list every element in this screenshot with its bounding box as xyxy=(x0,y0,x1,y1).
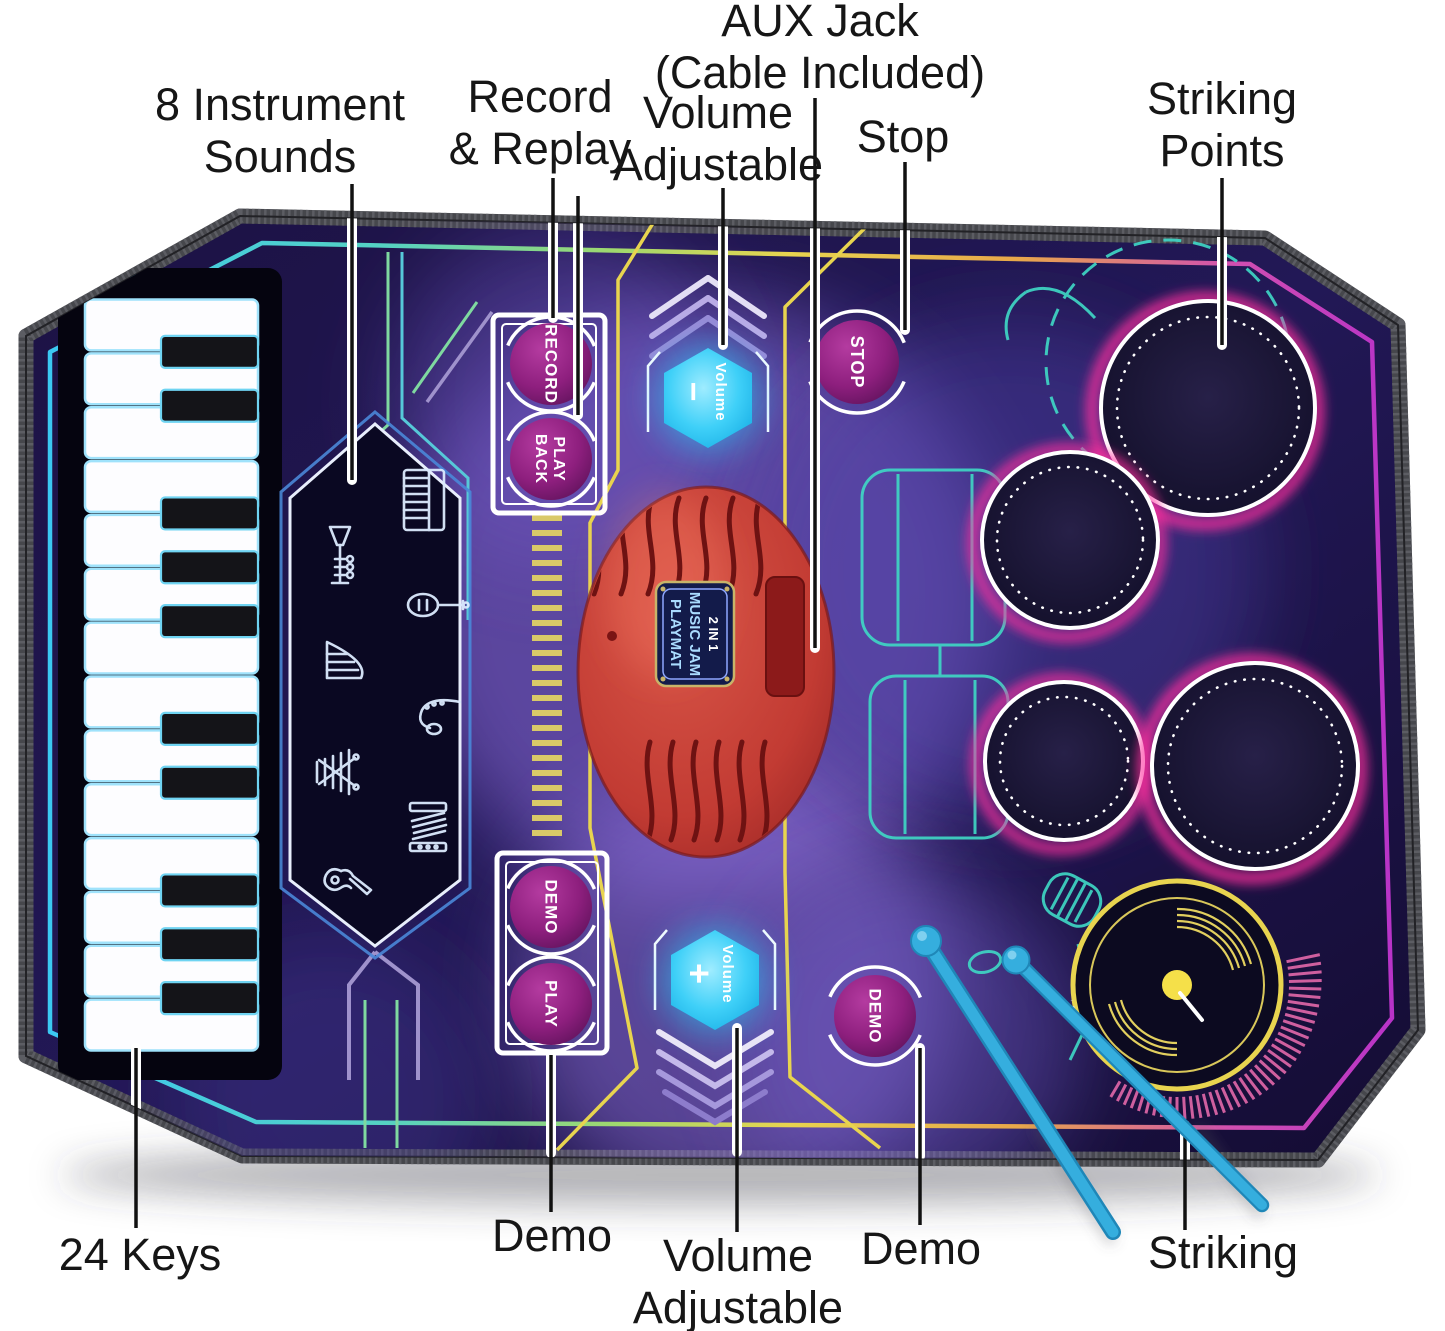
label-demo-left: Demo xyxy=(492,1210,612,1261)
drumstick-left xyxy=(910,925,1121,1240)
instrument-panel xyxy=(279,410,472,960)
label-stop: Stop xyxy=(857,111,950,162)
harp-icon xyxy=(325,640,364,680)
keyboard-icon xyxy=(402,468,446,532)
volume-minus-pad: Volume − xyxy=(646,275,770,450)
label-instrument-sounds-1: 8 Instrument xyxy=(155,79,406,130)
demo-button-upper: DEMO xyxy=(502,858,600,956)
drumstick-right xyxy=(1001,945,1270,1213)
demo-button-side: DEMO xyxy=(824,965,926,1067)
demo-upper-label: DEMO xyxy=(542,880,561,935)
stop-label: STOP xyxy=(847,336,867,389)
plaque-line2: MUSIC JAM xyxy=(686,592,703,676)
drum-pad-bottom-right xyxy=(1138,655,1366,883)
violin-icon xyxy=(406,592,470,618)
playback-label-2: BACK xyxy=(532,434,549,484)
label-aux-jack-2: (Cable Included) xyxy=(655,47,985,98)
drumsticks xyxy=(910,925,1270,1245)
xylophone-icon xyxy=(315,748,360,796)
label-volume-adjustable-top-1: Volume xyxy=(643,87,793,138)
speaker-plaque: 2 IN 1 MUSIC JAM PLAYMAT xyxy=(654,580,736,688)
label-instrument-sounds-2: Sounds xyxy=(204,131,357,182)
drum-pad-left xyxy=(968,444,1166,642)
label-striking-points-1: Striking xyxy=(1147,73,1297,124)
stop-button: STOP xyxy=(804,309,910,415)
aux-door xyxy=(765,576,805,697)
plaque-line1: 2 IN 1 xyxy=(706,617,721,652)
speaker-pod: 2 IN 1 MUSIC JAM PLAYMAT xyxy=(576,485,836,859)
label-demo-right: Demo xyxy=(861,1223,981,1274)
drum-pads xyxy=(968,293,1366,883)
label-striking-points-2: Points xyxy=(1159,125,1284,176)
label-24-keys: 24 Keys xyxy=(59,1229,222,1280)
volume-plus-pad: Volume + xyxy=(653,928,777,1126)
trumpet-icon xyxy=(328,525,355,585)
cymbal-scale-marks xyxy=(1109,953,1322,1120)
volume-plus-word: Volume xyxy=(719,944,736,1003)
play-label: PLAY xyxy=(542,980,561,1028)
label-volume-adjustable-top-2: Adjustable xyxy=(613,139,823,190)
label-volume-adjustable-bottom-2: Adjustable xyxy=(633,1282,843,1331)
demo-side-label: DEMO xyxy=(866,989,885,1044)
playmat: RECORD PLAY BACK xyxy=(18,208,1426,1168)
record-label: RECORD xyxy=(542,324,561,404)
drum-pad-top xyxy=(1087,293,1323,529)
label-volume-adjustable-bottom-1: Volume xyxy=(663,1230,813,1281)
drum-pad-bottom-left xyxy=(971,674,1151,854)
volume-plus-sign: + xyxy=(679,963,720,985)
cymbal-pad xyxy=(1070,878,1322,1120)
volume-minus-word: Volume xyxy=(712,362,729,421)
label-aux-jack-1: AUX Jack xyxy=(721,0,919,46)
plaque-line3: PLAYMAT xyxy=(667,599,684,669)
label-record-replay-2: & Replay xyxy=(449,123,632,174)
accordion-icon xyxy=(408,801,448,853)
record-button: RECORD xyxy=(502,315,600,413)
ladder-dashes xyxy=(532,515,562,836)
playback-label-1: PLAY xyxy=(550,436,567,481)
mat-neon-border xyxy=(47,240,1395,1131)
playback-button: PLAY BACK xyxy=(502,410,600,508)
label-record-replay-1: Record xyxy=(467,71,612,122)
saxophone-icon xyxy=(418,698,462,736)
guitar-icon xyxy=(323,867,373,896)
pointer-lines xyxy=(134,98,1224,1232)
label-striking: Striking xyxy=(1148,1227,1298,1278)
piano-keyboard xyxy=(58,268,282,1080)
speaker-grille-bottom xyxy=(644,739,770,843)
play-button: PLAY xyxy=(502,955,600,1053)
volume-minus-sign: − xyxy=(674,382,712,403)
